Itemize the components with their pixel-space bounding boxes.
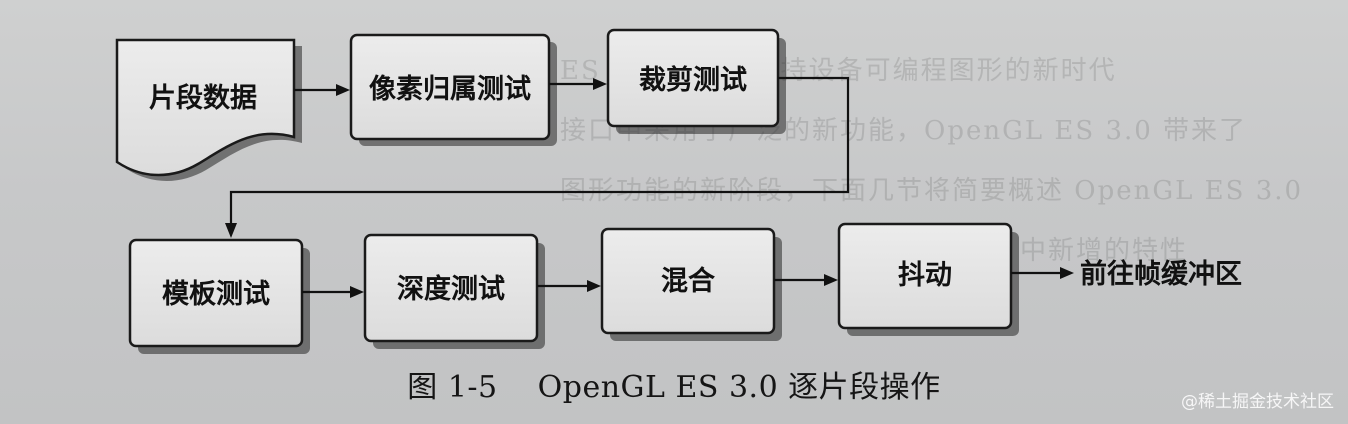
node-pixel-ownership-test: 像素归属测试 (349, 33, 557, 146)
node-stencil-test: 模板测试 (128, 238, 310, 354)
edge-fragment-to-pixel-ownership (294, 84, 350, 96)
figure-caption: 图 1-5 OpenGL ES 3.0 逐片段操作 (0, 362, 1348, 406)
node-label: 模板测试 (162, 279, 270, 310)
output-label: 前往帧缓冲区 (1080, 258, 1242, 290)
node-label: 片段数据 (149, 83, 257, 114)
watermark: @稀土掘金技术社区 (1181, 392, 1334, 412)
node-fragment-data: 片段数据 (115, 38, 302, 181)
edge-depth-to-blending (537, 280, 601, 292)
edge-pixel-ownership-to-scissor (549, 78, 607, 90)
caption-title: OpenGL ES 3.0 逐片段操作 (537, 370, 941, 405)
node-scissor-test: 裁剪测试 (606, 28, 786, 134)
node-label: 抖动 (898, 260, 952, 291)
edge-blending-to-dithering (774, 274, 838, 286)
edge-stencil-to-depth (302, 286, 364, 298)
node-depth-test: 深度测试 (363, 233, 545, 349)
edge-dithering-to-output (1011, 267, 1074, 279)
node-blending: 混合 (600, 227, 782, 341)
node-label: 混合 (661, 265, 715, 297)
caption-number: 图 1-5 (407, 370, 498, 405)
node-label: 深度测试 (397, 273, 505, 305)
node-label: 像素归属测试 (369, 74, 531, 105)
node-label: 裁剪测试 (639, 64, 747, 96)
node-dithering: 抖动 (837, 222, 1019, 336)
edge-scissor-to-stencil (225, 76, 850, 238)
